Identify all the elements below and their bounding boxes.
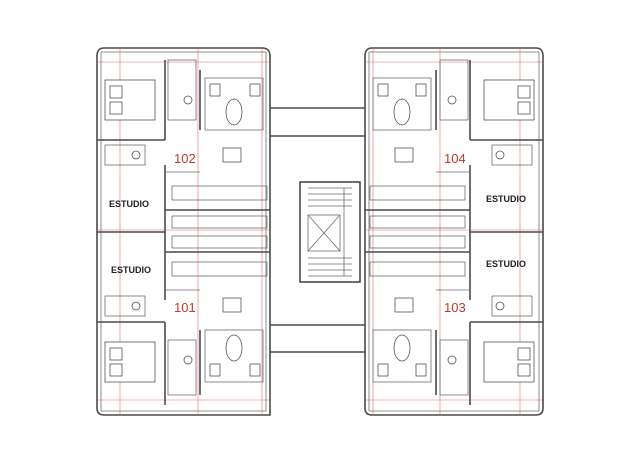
right-wing <box>364 47 544 416</box>
unit-label-104: 104 <box>444 151 466 166</box>
unit-label-103: 103 <box>444 300 466 315</box>
room-label-studio-104: ESTUDIO <box>486 194 526 204</box>
left-wing <box>96 47 271 416</box>
unit-label-102: 102 <box>174 151 196 166</box>
room-label-studio-103: ESTUDIO <box>486 259 526 269</box>
central-core <box>270 107 365 353</box>
room-label-studio-101: ESTUDIO <box>111 265 151 275</box>
unit-label-101: 101 <box>174 300 196 315</box>
room-label-studio-102: ESTUDIO <box>109 199 149 209</box>
